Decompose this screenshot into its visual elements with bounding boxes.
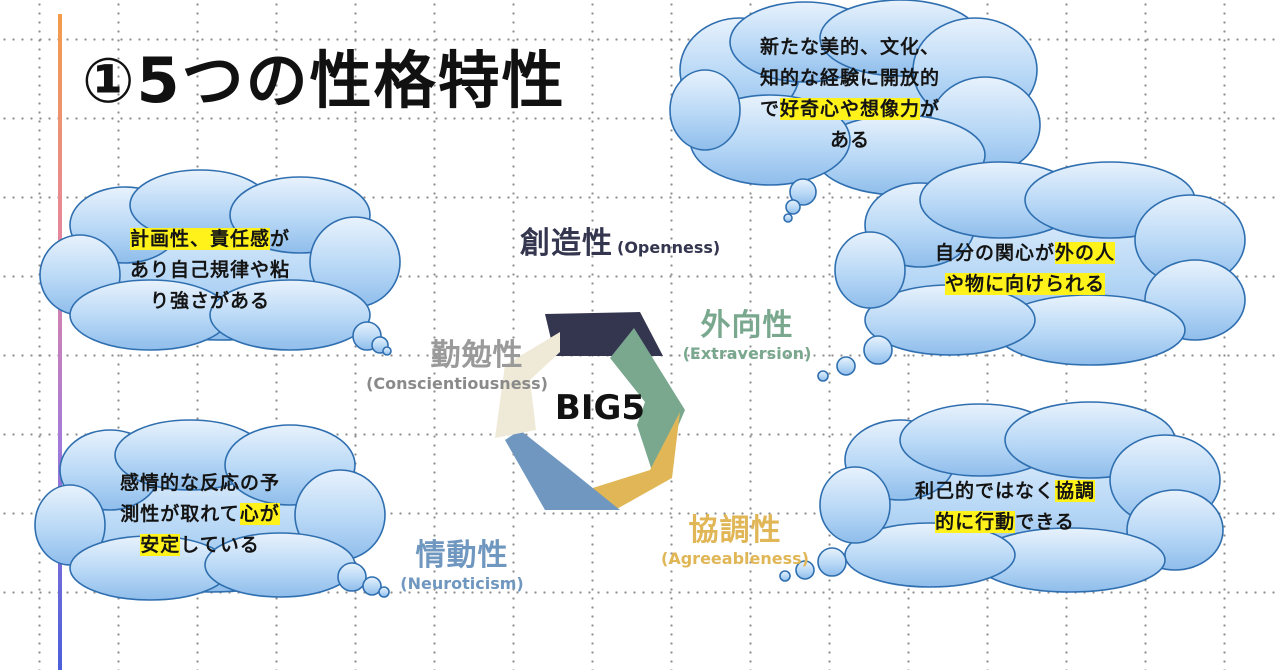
- page-title: ①5つの性格特性: [82, 44, 566, 117]
- bubble-agreeableness-text: 利己的ではなく協調 的に行動できる: [914, 480, 1096, 533]
- trait-agreeableness-jp: 協調性: [688, 513, 782, 548]
- cloud-extraversion: [817, 161, 1246, 382]
- bubble-extraversion-text: 自分の関心が外の人 や物に向けられる: [934, 242, 1116, 295]
- trait-openness-jp: 創造性: [520, 226, 613, 261]
- timeline-bar: [58, 14, 62, 670]
- trait-agreeableness-en: (Agreeableness): [661, 549, 809, 568]
- trait-extraversion: 外向性 (Extraversion): [672, 300, 822, 363]
- segment-neuroticism: [505, 430, 620, 510]
- trait-conscientiousness-jp: 勤勉性: [430, 338, 524, 373]
- cloud-agreeableness: [779, 401, 1224, 593]
- bubble-conscientiousness-text: 計画性、責任感が あり自己規律や粘 り強さがある: [129, 228, 291, 312]
- trait-extraversion-en: (Extraversion): [682, 344, 812, 363]
- bubble-openness-text: 新たな美的、文化、 知的な経験に開放的 で好奇心や想像力が ある: [759, 36, 941, 151]
- trait-extraversion-jp: 外向性: [700, 308, 794, 343]
- trait-neuroticism-en: (Neuroticism): [400, 574, 524, 593]
- segment-agreeableness: [580, 412, 680, 510]
- trait-conscientiousness-en: (Conscientiousness): [366, 374, 548, 393]
- bubble-neuroticism-text: 感情的な反応の予 測性が取れて心が 安定している: [119, 472, 280, 556]
- big5-diagram: [495, 312, 685, 510]
- trait-neuroticism: 情動性 (Neuroticism): [392, 530, 532, 593]
- trait-openness-en: (Openness): [617, 238, 721, 257]
- trait-openness: 創造性(Openness): [520, 218, 720, 262]
- segment-conscientiousness: [495, 332, 560, 438]
- cloud-openness: [669, 0, 1041, 223]
- cloud-neuroticism: [34, 419, 390, 601]
- trait-agreeableness: 協調性 (Agreeableness): [650, 505, 820, 568]
- trait-neuroticism-jp: 情動性: [415, 538, 509, 573]
- trait-conscientiousness: 勤勉性 (Conscientiousness): [362, 330, 552, 393]
- big5-center-label: BIG5: [554, 388, 646, 428]
